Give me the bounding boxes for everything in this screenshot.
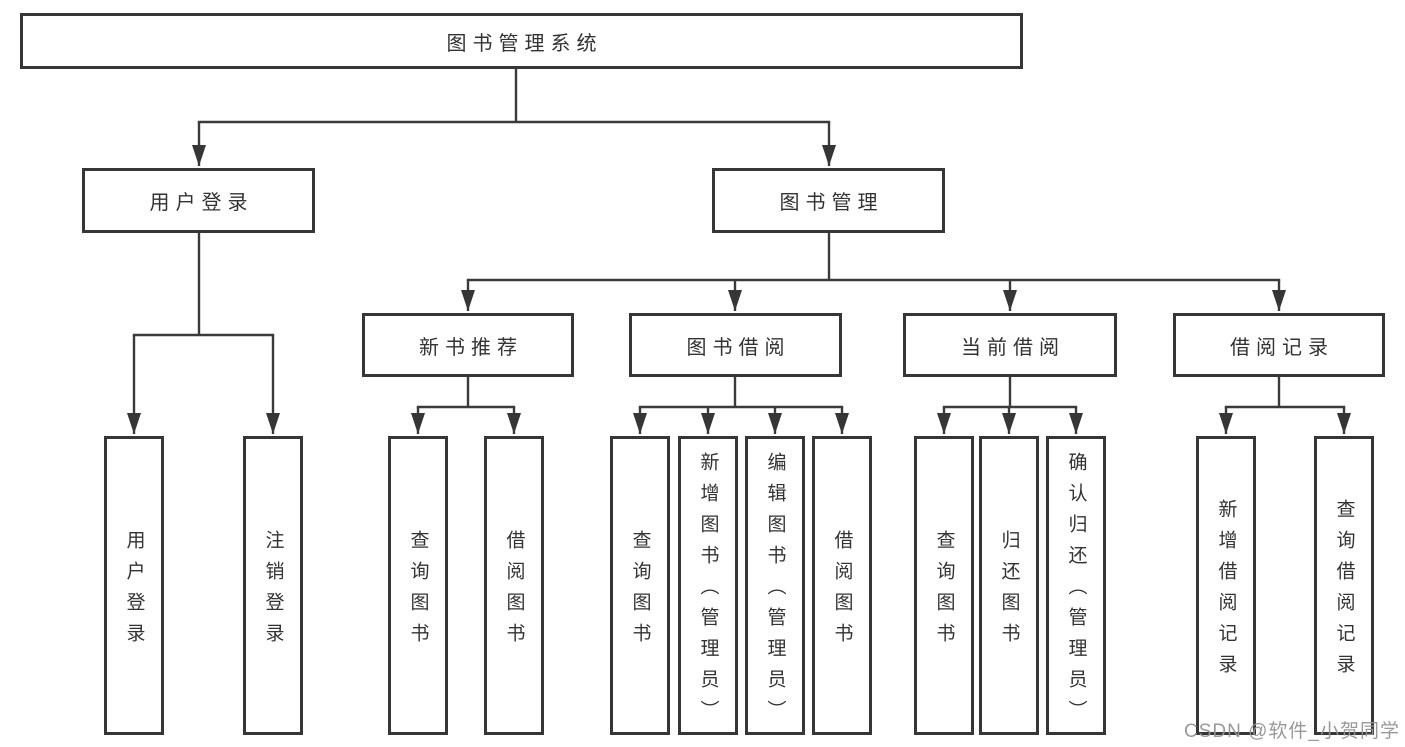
leaf-add-book-admin: 新增图书（管理员） [678, 436, 738, 735]
leaf-label: 确认归还（管理员） [1065, 452, 1087, 731]
leaf-query-books-current: 查询图书 [914, 436, 974, 735]
leaf-query-books-borrow: 查询图书 [610, 436, 670, 735]
watermark-text: CSDN @软件_小贺同学 [1184, 721, 1400, 742]
leaf-return-book: 归还图书 [979, 436, 1039, 735]
leaf-label: 新增图书（管理员） [697, 452, 719, 731]
leaf-query-books-recommend: 查询图书 [388, 436, 448, 735]
leaf-add-borrow-record: 新增借阅记录 [1196, 436, 1256, 735]
leaf-label: 查询图书 [407, 529, 429, 654]
node-library-management-system: 图书管理系统 [20, 13, 1023, 69]
leaf-borrow-books: 借阅图书 [812, 436, 872, 735]
leaf-edit-book-admin: 编辑图书（管理员） [745, 436, 805, 735]
leaf-label: 归还图书 [998, 529, 1020, 654]
leaf-label: 查询图书 [629, 529, 651, 654]
node-user-login: 用户登录 [82, 168, 315, 233]
leaf-label: 用户登录 [123, 529, 145, 654]
node-label: 用户登录 [149, 192, 254, 214]
leaf-logout: 注销登录 [243, 436, 303, 735]
node-label: 图书管理 [779, 192, 884, 214]
leaf-label: 新增借阅记录 [1215, 498, 1237, 685]
leaf-label: 借阅图书 [831, 529, 853, 654]
leaf-label: 借阅图书 [503, 529, 525, 654]
leaf-label: 编辑图书（管理员） [764, 452, 786, 731]
node-new-book-recommend: 新书推荐 [362, 313, 574, 377]
node-label: 图书管理系统 [446, 32, 603, 55]
node-label: 新书推荐 [419, 336, 523, 359]
leaf-confirm-return-admin: 确认归还（管理员） [1046, 436, 1106, 735]
leaf-user-login: 用户登录 [104, 436, 164, 735]
node-label: 图书借阅 [686, 336, 791, 359]
connector-lines [127, 68, 1351, 434]
node-borrow-records: 借阅记录 [1173, 313, 1385, 377]
node-book-borrow: 图书借阅 [629, 313, 842, 377]
node-current-borrow: 当前借阅 [903, 313, 1117, 377]
leaf-label: 查询借阅记录 [1333, 498, 1355, 685]
leaf-borrow-books-recommend: 借阅图书 [484, 436, 544, 735]
leaf-label: 查询图书 [933, 529, 955, 654]
leaf-label: 注销登录 [262, 529, 284, 654]
node-label: 当前借阅 [961, 336, 1065, 359]
node-book-management: 图书管理 [712, 168, 945, 233]
node-label: 借阅记录 [1230, 336, 1334, 359]
leaf-query-borrow-record: 查询借阅记录 [1314, 436, 1374, 735]
